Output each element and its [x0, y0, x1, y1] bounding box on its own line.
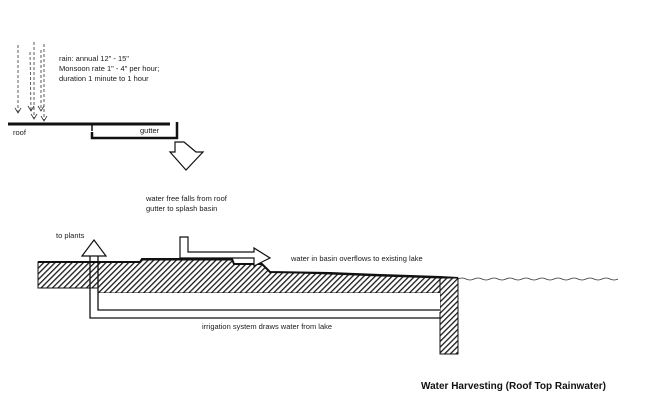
rain-note-line-3: duration 1 minute to 1 hour — [59, 74, 149, 83]
to-plants-label: to plants — [56, 231, 85, 240]
gutter-label: gutter — [140, 126, 160, 135]
rain-arrowheads — [14, 105, 48, 122]
ground-top-edge — [38, 258, 459, 279]
irrigation-label: irrigation system draws water from lake — [202, 322, 333, 331]
downspout-arrow — [168, 141, 205, 171]
rain-note-line-1: rain: annual 12" - 15" — [59, 54, 129, 63]
overflow-arrow — [179, 236, 272, 267]
roof-shape — [8, 122, 179, 140]
rain-note-line-2: Monsoon rate 1" - 4" per hour; — [59, 64, 160, 73]
free-fall-label-1: water free falls from roof — [146, 194, 227, 203]
overflow-label: water in basin overflows to existing lak… — [291, 254, 423, 263]
lake-surface — [457, 277, 619, 281]
diagram-title: Water Harvesting (Roof Top Rainwater) — [421, 381, 607, 392]
to-plants-arrowhead — [80, 239, 108, 257]
rain-streaks — [17, 42, 45, 120]
lake-wall — [439, 277, 459, 355]
irrigation-pipe — [89, 256, 440, 319]
roof-label: roof — [13, 128, 26, 137]
free-fall-label-2: gutter to splash basin — [146, 204, 218, 213]
